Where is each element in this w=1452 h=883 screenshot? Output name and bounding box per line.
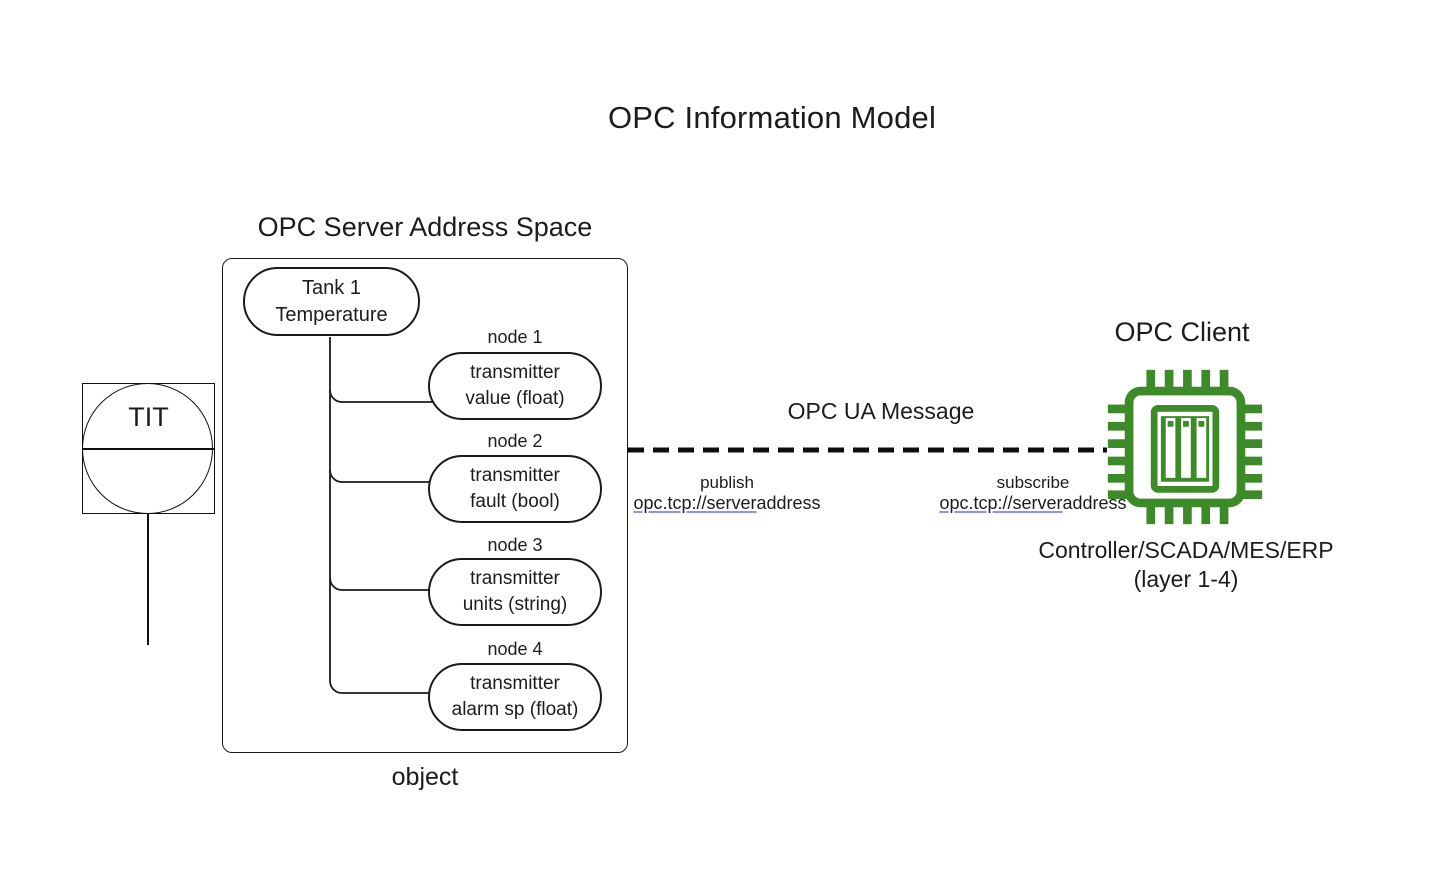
tank-line1: Tank 1 [302,276,361,299]
client-caption-line1: Controller/SCADA/MES/ERP [1038,537,1334,563]
instrument-symbol-stem [147,514,149,645]
node1-label: node 1 [487,327,543,347]
node2-label: node 2 [487,431,543,451]
node4-label: node 4 [487,639,543,659]
chip-memory-slots [1160,416,1210,482]
node1-line1: transmitter [470,362,560,383]
subscribe-label: subscribe [996,473,1070,492]
node4-line1: transmitter [470,673,560,694]
node3-line1: transmitter [470,568,560,589]
publish-label: publish [700,473,754,492]
node1-line2: value (float) [465,388,565,409]
object-caption: object [391,763,459,791]
root-node-tank-temperature: Tank 1 Temperature [243,267,420,336]
opc-client-heading: OPC Client [1114,317,1250,347]
chip-icon [1107,369,1263,525]
node2-line1: transmitter [470,465,560,486]
publish-address-link: opc.tcp://server [633,493,757,513]
page-title: OPC Information Model [607,100,937,135]
publish-address-rest: address [756,493,821,513]
tank-line2: Temperature [275,303,388,326]
client-caption-line2: (layer 1-4) [1133,566,1239,592]
server-address-space-heading: OPC Server Address Space [257,212,593,242]
node3-oval: transmitter units (string) [428,558,602,626]
node3-label: node 3 [487,535,543,555]
publish-address: opc.tcp://serveraddress [617,493,837,514]
subscribe-address-link: opc.tcp://server [939,493,1063,513]
opc-ua-message-label: OPC UA Message [787,398,975,424]
node2-oval: transmitter fault (bool) [428,455,602,523]
node2-line2: fault (bool) [470,491,560,512]
instrument-tag: TIT [128,402,169,432]
node4-oval: transmitter alarm sp (float) [428,663,602,731]
node1-oval: transmitter value (float) [428,352,602,420]
chip-pins [1107,369,1263,525]
instrument-symbol-divider [82,448,215,450]
node3-line2: units (string) [462,594,568,615]
node4-line2: alarm sp (float) [451,699,579,720]
